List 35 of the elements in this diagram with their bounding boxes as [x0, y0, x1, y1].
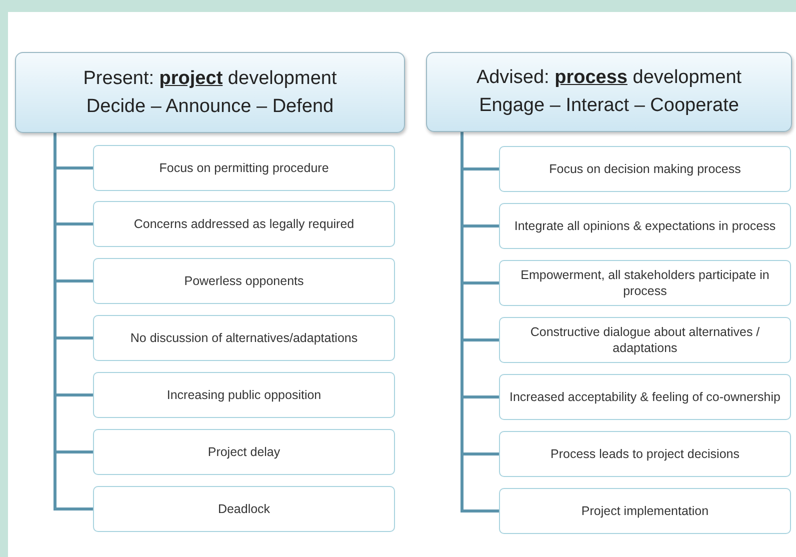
item-box [499, 260, 791, 306]
box-text: Advised: process development [476, 66, 742, 90]
box-text: Decide – Announce – Defend [86, 94, 334, 118]
box-text: Present: project development [83, 66, 337, 91]
box-text: Increasing public opposition [166, 386, 322, 404]
item-box [93, 201, 395, 247]
item-box [499, 488, 791, 534]
item-box [499, 374, 791, 420]
item-box [93, 315, 395, 361]
item-box [499, 203, 791, 249]
box-text: Empowerment, all stakeholders participate in process [520, 266, 770, 300]
box-text: Constructive dialogue about alternatives / adaptations [529, 324, 761, 356]
connector-line [54, 133, 93, 510]
item-box [93, 145, 395, 191]
box-text: Project delay [208, 444, 280, 460]
item-box [93, 372, 395, 418]
box-text: Powerless opponents [184, 272, 304, 290]
item-box [93, 486, 395, 532]
box-text: Process leads to project decisions [550, 446, 740, 462]
box-text: Project implementation [581, 502, 709, 520]
item-box [93, 258, 395, 304]
header-box [426, 52, 792, 132]
box-text: Integrate all opinions & expectations in process [514, 218, 776, 234]
item-box [499, 146, 791, 192]
box-text: Focus on decision making process [549, 160, 741, 178]
box-text: Concerns addressed as legally required [134, 216, 354, 232]
header-box [15, 52, 405, 133]
box-text: No discussion of alternatives/adaptations [130, 330, 358, 346]
item-box [93, 429, 395, 475]
box-text: Increased acceptability & feeling of co-ownership [510, 388, 780, 406]
item-box [499, 431, 791, 477]
box-text: Engage – Interact – Cooperate [479, 94, 739, 118]
box-text: Focus on permitting procedure [159, 160, 329, 176]
box-text: Deadlock [218, 500, 270, 518]
item-box [499, 317, 791, 363]
